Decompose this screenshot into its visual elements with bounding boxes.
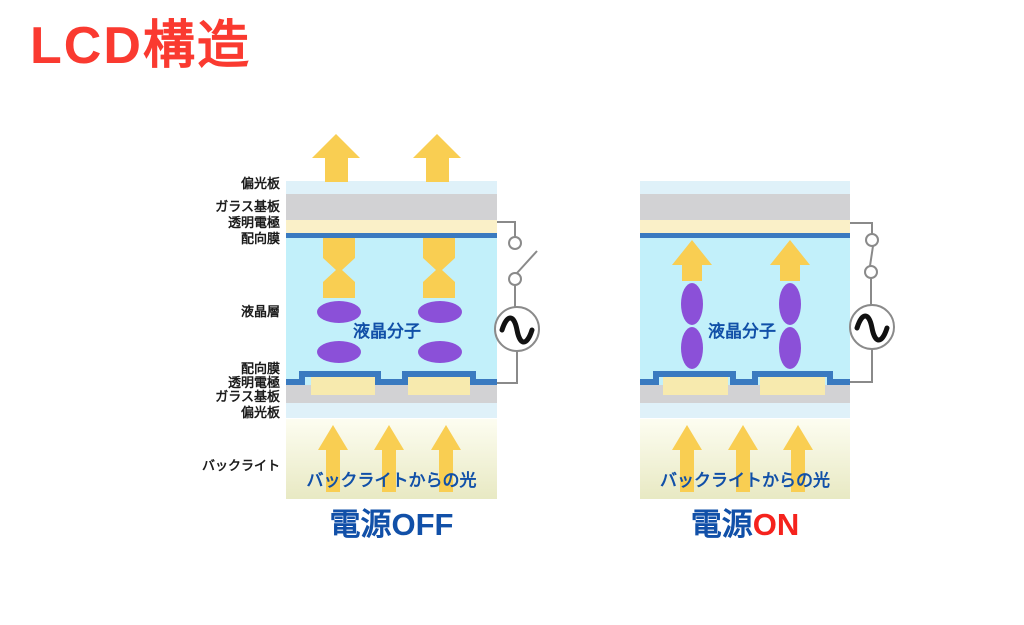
label-backlight: バックライト — [201, 458, 280, 473]
molecule — [681, 283, 703, 325]
backlight-light-label-on: バックライトからの光 — [660, 471, 830, 490]
up-arrow-icon — [770, 240, 810, 281]
layer-liquid-crystal — [640, 238, 850, 385]
label-electrode-bottom: 透明電極 — [227, 375, 280, 390]
switch-lever-open — [516, 250, 538, 274]
label-film-bottom: 配向膜 — [240, 361, 280, 376]
label-glass-bottom: ガラス基板 — [215, 389, 280, 404]
molecule — [779, 283, 801, 325]
label-film-top: 配向膜 — [240, 231, 280, 246]
twisted-light-icon — [423, 238, 455, 298]
layer-polarizer-bottom — [286, 403, 497, 418]
electrode-pad — [663, 377, 728, 395]
switch-contact — [508, 272, 522, 286]
label-electrode-top: 透明電極 — [227, 215, 280, 230]
molecule — [779, 327, 801, 369]
up-arrow-icon — [431, 425, 461, 492]
layer-film-top — [640, 233, 850, 238]
layer-film-top — [286, 233, 497, 238]
layer-film-bottom — [286, 371, 497, 385]
electrode-pad — [408, 377, 470, 395]
switch-contact — [508, 236, 522, 250]
panel-on — [640, 181, 895, 499]
twisted-light-icon — [323, 238, 355, 298]
up-arrow-icon — [374, 425, 404, 492]
sine-wave-icon — [854, 313, 890, 343]
circuit-on — [849, 222, 895, 383]
backlight-light-label-off: バックライトからの光 — [306, 471, 477, 490]
label-lc-layer: 液晶層 — [240, 304, 280, 319]
backlight-arrows — [672, 425, 813, 492]
switch-lever-closed — [869, 245, 874, 267]
layer-polarizer-bottom — [640, 403, 850, 418]
circuit-off — [494, 221, 540, 384]
up-arrow-icon — [413, 134, 461, 182]
up-arrow-icon — [672, 425, 702, 492]
wire — [850, 349, 873, 383]
molecule — [681, 327, 703, 369]
sine-wave-icon — [499, 315, 535, 345]
wire — [850, 222, 873, 234]
up-arrow-icon — [783, 425, 813, 492]
molecule — [418, 341, 462, 363]
layer-electrode-top — [286, 220, 497, 233]
exit-light-arrows — [312, 134, 461, 182]
layer-polarizer-top — [640, 181, 850, 194]
up-arrow-icon — [728, 425, 758, 492]
layer-electrode-top — [640, 220, 850, 233]
molecules-label-off: 液晶分子 — [353, 322, 421, 341]
molecule — [317, 301, 361, 323]
switch-contact — [864, 265, 878, 279]
backlight-arrows — [318, 425, 461, 492]
wire — [497, 221, 516, 237]
caption-state-on: ON — [752, 507, 800, 542]
caption-state-off: OFF — [391, 507, 454, 542]
up-arrow-icon — [318, 425, 348, 492]
molecule — [317, 341, 361, 363]
molecule — [418, 301, 462, 323]
caption-prefix: 電源 — [690, 507, 753, 542]
molecules-label-on: 液晶分子 — [708, 322, 776, 341]
wire — [497, 351, 518, 384]
lc-molecules-vertical — [681, 283, 801, 369]
electrode-pad — [760, 377, 825, 395]
electrode-pad — [311, 377, 375, 395]
switch-contact — [865, 233, 879, 247]
layer-polarizer-top — [286, 181, 497, 194]
lc-molecules-horizontal — [317, 301, 462, 363]
caption-prefix: 電源 — [329, 507, 392, 542]
label-polarizer-bottom: 偏光板 — [240, 405, 280, 420]
blocked-light-arrows — [672, 240, 810, 281]
up-arrow-icon — [672, 240, 712, 281]
layer-glass-top — [286, 194, 497, 220]
twisted-light-shapes — [323, 238, 455, 298]
label-polarizer-top: 偏光板 — [240, 176, 280, 191]
caption-power-on: 電源ON — [640, 508, 850, 542]
panel-off — [286, 134, 540, 499]
up-arrow-icon — [312, 134, 360, 182]
page-title: LCD構造 — [30, 17, 251, 75]
label-glass-top: ガラス基板 — [215, 199, 280, 214]
layer-glass-top — [640, 194, 850, 220]
layer-film-bottom — [640, 371, 850, 385]
caption-power-off: 電源OFF — [286, 508, 497, 542]
